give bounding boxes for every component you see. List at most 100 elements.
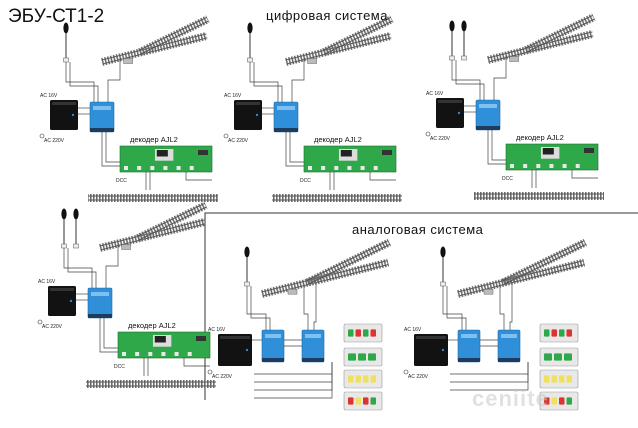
pcb-terminal <box>562 164 567 168</box>
wire <box>246 286 267 330</box>
transformer-top <box>50 288 74 291</box>
pcb-terminal <box>135 352 140 356</box>
module-base <box>88 314 112 318</box>
panel-button <box>363 329 369 337</box>
ac220-label: AC 220V <box>212 374 233 380</box>
wire <box>254 362 333 391</box>
wire <box>499 286 505 330</box>
wire <box>65 62 95 102</box>
module-top <box>265 334 281 338</box>
wire <box>67 248 97 288</box>
turnout-branch <box>136 201 208 242</box>
track-sleepers <box>524 13 596 54</box>
wire <box>369 172 396 181</box>
turnout-motor <box>123 58 133 64</box>
signal-light-icon <box>73 208 79 249</box>
transformer-top <box>438 100 462 103</box>
wire <box>103 318 120 349</box>
dcc-label: DCC <box>114 364 125 370</box>
button-panel-icon <box>343 391 383 411</box>
transformer-led <box>457 111 461 115</box>
panel-button <box>544 329 550 337</box>
wire <box>183 358 210 367</box>
decoder-label: декодер AJL2 <box>516 133 564 142</box>
decoder-label: декодер AJL2 <box>130 135 178 144</box>
control-module-icon <box>261 329 285 363</box>
signal-light-icon <box>247 22 253 63</box>
rail <box>458 264 585 297</box>
pcb-terminal <box>174 352 179 356</box>
decoder-board-icon <box>117 331 211 359</box>
signal-head <box>440 246 446 258</box>
wire <box>69 62 99 102</box>
wire <box>254 362 333 399</box>
pcb-terminal <box>189 166 194 170</box>
signal-base <box>63 57 69 63</box>
control-module-icon <box>497 329 521 363</box>
transformer-led <box>69 299 73 303</box>
track-sleepers <box>138 15 210 56</box>
panel-button <box>559 329 565 337</box>
rail <box>308 243 391 285</box>
dcc-label: DCC <box>116 178 127 184</box>
transformer-body <box>48 286 76 316</box>
wire <box>254 362 333 383</box>
wire <box>491 130 508 161</box>
wire <box>450 362 529 375</box>
plug-icon <box>223 133 229 139</box>
transformer-top <box>52 102 76 105</box>
turnout-motor <box>287 288 298 295</box>
pcb-terminal <box>150 166 155 170</box>
wire <box>509 282 513 330</box>
wire <box>105 132 122 163</box>
power-supply-icon: AC 16V AC 220V <box>223 93 262 144</box>
track-turnout-icon <box>261 238 392 298</box>
pcb-connector <box>584 148 594 153</box>
control-module-icon <box>87 287 113 319</box>
straight-track <box>474 192 604 200</box>
panel-button <box>544 353 552 361</box>
panel-button <box>355 397 361 405</box>
straight-track <box>88 194 218 202</box>
turnout-motor <box>483 288 494 295</box>
module-base <box>302 358 324 362</box>
pcb-terminal <box>176 166 181 170</box>
ac220-label: AC 220V <box>228 138 249 144</box>
rail <box>504 243 587 285</box>
panel-button <box>370 397 376 405</box>
panel-button <box>370 329 376 337</box>
ac16-label: AC 16V <box>224 93 242 99</box>
pcb-terminal <box>148 352 153 356</box>
control-module-icon <box>273 101 299 133</box>
pcb-terminal <box>122 352 126 356</box>
dcc-label: DCC <box>300 178 311 184</box>
panel-button <box>348 353 356 361</box>
ac220-label: AC 220V <box>408 374 429 380</box>
turnout-branch <box>501 238 588 286</box>
wire <box>101 132 122 167</box>
pcb-ic <box>156 150 168 157</box>
rail <box>324 20 393 55</box>
signal-light-icon <box>461 20 467 61</box>
pcb-terminal <box>124 166 128 170</box>
control-module-icon <box>89 101 115 133</box>
turnout-motor <box>509 56 519 62</box>
turnout-motor <box>121 244 131 250</box>
wire <box>107 58 121 102</box>
turnout-main <box>457 258 586 298</box>
pcb-ic <box>154 336 166 343</box>
pcb-connector <box>198 150 208 155</box>
module-base <box>90 128 114 132</box>
wire <box>250 286 271 330</box>
wire <box>442 286 463 330</box>
wire <box>450 362 529 383</box>
button-panel-icon <box>539 323 579 343</box>
track-sleepers <box>322 15 394 56</box>
